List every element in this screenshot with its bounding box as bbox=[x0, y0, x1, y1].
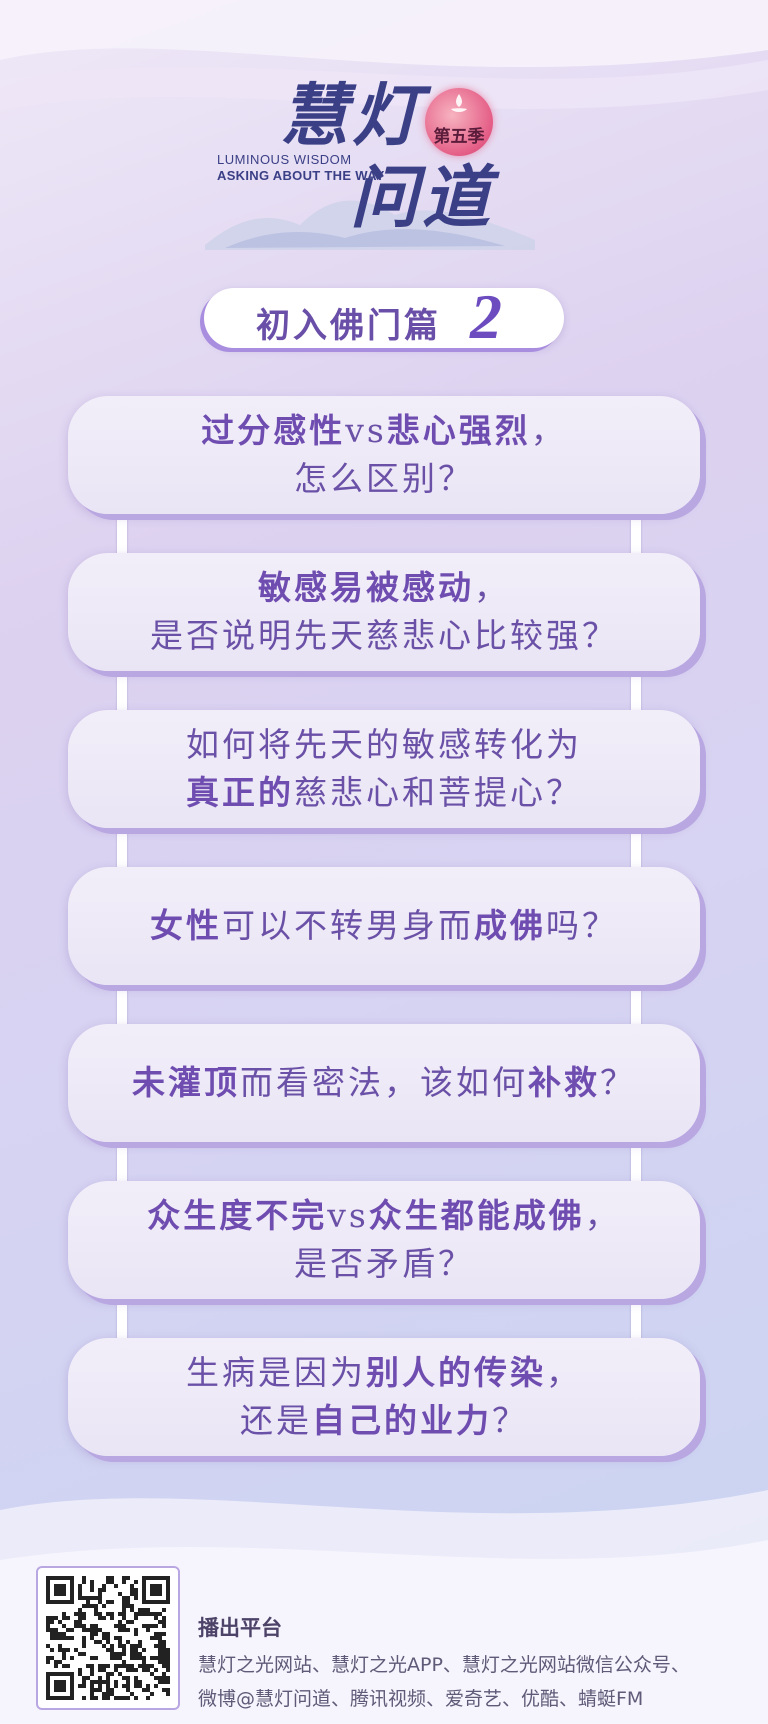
question-text: ， bbox=[530, 411, 567, 450]
connector-rope bbox=[117, 1124, 127, 1199]
question-text-emphasis: 自己的业力 bbox=[312, 1401, 492, 1440]
section-title-pill: 初入佛门篇 2 bbox=[204, 281, 564, 352]
question-line: 是否矛盾？ bbox=[294, 1240, 474, 1288]
question-text-emphasis: 女性 bbox=[150, 906, 222, 945]
question-card: 生病是因为别人的传染，还是自己的业力？ bbox=[68, 1338, 700, 1456]
question-text: 还是 bbox=[240, 1401, 312, 1440]
question-line: 敏感易被感动， bbox=[258, 564, 510, 612]
question-text-emphasis: 敏感易被感动 bbox=[258, 568, 474, 607]
question-text-emphasis: 悲心强烈 bbox=[386, 411, 531, 450]
connector-rope bbox=[117, 810, 127, 885]
program-logo: 慧灯 问道 LUMINOUS WISDOM ASKING ABOUT THE W… bbox=[205, 60, 565, 250]
question-text-emphasis: 未灌顶 bbox=[132, 1063, 240, 1102]
question-text: 是否矛盾？ bbox=[294, 1244, 474, 1283]
question-card: 敏感易被感动， 是否说明先天慈悲心比较强？ bbox=[68, 553, 700, 671]
question-line: 女性可以不转男身而成佛吗？ bbox=[150, 902, 618, 950]
question-text: vs bbox=[345, 411, 387, 450]
question-text: ， bbox=[474, 568, 510, 607]
logo-english-line2: ASKING ABOUT THE WAY bbox=[217, 168, 385, 183]
lotus-flame-icon bbox=[451, 94, 467, 112]
question-text-emphasis: 成佛 bbox=[474, 906, 546, 945]
question-text: 是否说明先天慈悲心比较强？ bbox=[150, 616, 618, 655]
connector-rope bbox=[117, 496, 127, 571]
question-text: 可以不转男身而 bbox=[222, 906, 474, 945]
connector-rope bbox=[117, 1281, 127, 1356]
footer-platforms-line1: 慧灯之光网站、慧灯之光APP、慧灯之光网站微信公众号、 bbox=[198, 1654, 690, 1676]
connector-rope bbox=[631, 496, 641, 571]
question-line: 真正的慈悲心和菩提心？ bbox=[186, 769, 582, 817]
question-line: 过分感性vs悲心强烈， bbox=[201, 407, 567, 455]
question-text: 慈悲心和菩提心？ bbox=[294, 773, 582, 812]
question-line: 众生度不完vs众生都能成佛， bbox=[147, 1192, 621, 1240]
question-card: 众生度不完vs众生都能成佛， 是否矛盾？ bbox=[68, 1181, 700, 1299]
question-line: 还是自己的业力？ bbox=[240, 1397, 528, 1445]
question-text: vs bbox=[327, 1196, 369, 1235]
question-text: 吗？ bbox=[546, 906, 618, 945]
question-text-emphasis: 别人的传染 bbox=[366, 1353, 546, 1392]
question-line: 如何将先天的敏感转化为 bbox=[186, 721, 582, 769]
connector-rope bbox=[631, 1281, 641, 1356]
question-text: 而看密法，该如何 bbox=[240, 1063, 528, 1102]
question-text-emphasis: 众生度不完 bbox=[147, 1196, 328, 1235]
question-text-emphasis: 补救 bbox=[528, 1063, 600, 1102]
question-text: ， bbox=[584, 1196, 621, 1235]
question-card: 如何将先天的敏感转化为真正的慈悲心和菩提心？ bbox=[68, 710, 700, 828]
question-line: 怎么区别？ bbox=[294, 455, 474, 503]
question-text: ？ bbox=[492, 1401, 528, 1440]
season-badge: 第五季 bbox=[425, 88, 493, 156]
qr-code-pattern bbox=[46, 1576, 170, 1700]
question-text: ， bbox=[546, 1353, 582, 1392]
question-line: 生病是因为别人的传染， bbox=[186, 1349, 582, 1397]
question-text: ？ bbox=[600, 1063, 636, 1102]
connector-rope bbox=[631, 1124, 641, 1199]
top-wave-decoration bbox=[0, 0, 768, 110]
mountain-icon bbox=[205, 200, 535, 250]
question-text: 如何将先天的敏感转化为 bbox=[186, 725, 582, 764]
section-title: 初入佛门篇 bbox=[256, 306, 441, 346]
question-card: 未灌顶而看密法，该如何补救？ bbox=[68, 1024, 700, 1142]
logo-title-bottom: 问道 bbox=[350, 158, 495, 238]
question-line: 未灌顶而看密法，该如何补救？ bbox=[132, 1059, 636, 1107]
connector-rope bbox=[117, 967, 127, 1042]
logo-title-top: 慧灯 bbox=[280, 76, 425, 156]
footer-platforms-line2: 微博@慧灯问道、腾讯视频、爱奇艺、优酷、蜻蜓FM bbox=[198, 1688, 644, 1710]
question-text: 生病是因为 bbox=[186, 1353, 366, 1392]
question-text-emphasis: 过分感性 bbox=[201, 411, 346, 450]
connector-rope bbox=[117, 653, 127, 728]
question-text: 怎么区别？ bbox=[294, 459, 474, 498]
connector-rope bbox=[631, 653, 641, 728]
question-line: 是否说明先天慈悲心比较强？ bbox=[150, 612, 618, 660]
question-card: 女性可以不转男身而成佛吗？ bbox=[68, 867, 700, 985]
bottom-wave-decoration bbox=[0, 1490, 768, 1724]
question-text-emphasis: 真正的 bbox=[186, 773, 294, 812]
question-card: 过分感性vs悲心强烈， 怎么区别？ bbox=[68, 396, 700, 514]
section-number: 2 bbox=[470, 281, 502, 352]
connector-rope bbox=[631, 967, 641, 1042]
footer-title: 播出平台 bbox=[198, 1616, 282, 1640]
season-label: 第五季 bbox=[433, 127, 485, 147]
logo-english-line1: LUMINOUS WISDOM bbox=[217, 152, 352, 167]
qr-code[interactable] bbox=[36, 1566, 180, 1710]
question-text-emphasis: 众生都能成佛 bbox=[368, 1196, 585, 1235]
connector-rope bbox=[631, 810, 641, 885]
